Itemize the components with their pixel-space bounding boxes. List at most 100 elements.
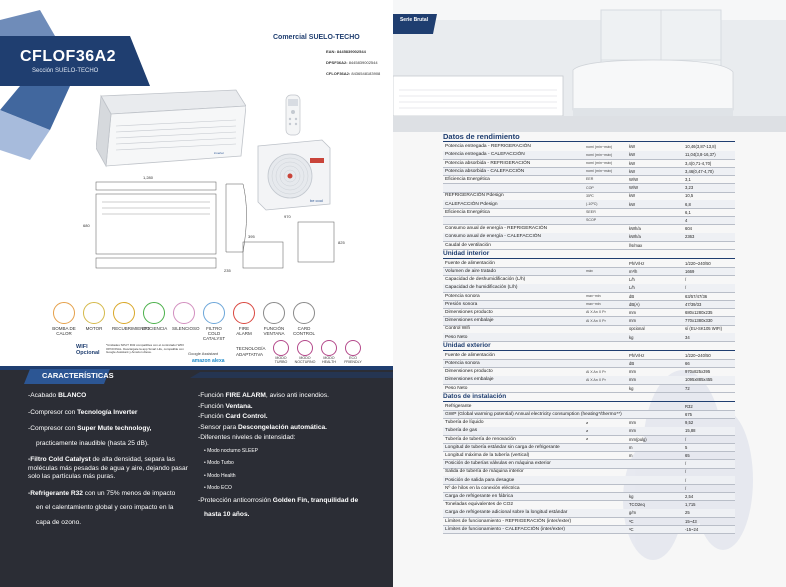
table-cell-value: 11,04(3,8-16,37) — [685, 152, 716, 158]
table-cell-unit: kWh/a — [629, 226, 641, 232]
background-geometry — [0, 10, 150, 160]
table-cell-value: 1/220~240/50 — [685, 260, 711, 266]
dim-unit-height: 825 — [338, 240, 345, 245]
table-cell-unit: m³/h — [629, 268, 638, 274]
table-cell-unit: kWh/a — [629, 234, 641, 240]
table-cell-value: 4 — [685, 217, 688, 223]
table-cell-label: Carga de refrigerante adicional sobre la… — [445, 510, 568, 516]
table-cell-unit: L/h — [629, 285, 635, 291]
table-cell-value: 63/57/47/36 — [685, 293, 708, 299]
table-cell-value: 66 — [685, 360, 690, 366]
table-cell-unit: mm — [629, 309, 636, 315]
feature-item: • Modo ECO — [204, 485, 232, 491]
interior-title: Unidad interior — [443, 250, 490, 258]
modo-nocturno-icon: MODO NOCTURNO — [294, 340, 316, 364]
interior-title-divider — [443, 258, 735, 260]
table-cell-label: Toneladas equivalentes de CO2 — [445, 502, 514, 508]
table-cell-label: Límites de funcionamiento - REFRIGERACIÓ… — [445, 518, 572, 524]
eficiencia-icon: EFICIENCIA — [142, 302, 167, 331]
bomba-de-calor-icon: BOMBA DE CALOR — [52, 302, 76, 336]
dim-unit-depth: 395 — [248, 234, 255, 239]
feature-item: en el calentamiento global y cero impact… — [36, 504, 174, 511]
table-cell-label: REFRIGERACIÓN Pdesign — [445, 193, 504, 199]
table-cell-label: Caudal de ventilación — [445, 242, 491, 248]
table-cell-value: / — [685, 477, 687, 483]
table-cell-cond: nomi (mín~máx) — [586, 160, 613, 165]
table-cell-cond: Al X An X Pr — [586, 377, 606, 382]
table-cell-cond: nomi (mín~máx) — [586, 144, 613, 149]
technical-drawings: 1,280 680 235 970 395 825 — [83, 175, 345, 273]
eco-friendly-icon: ECO FRIENDLY — [342, 340, 364, 364]
table-cell-label: Potencia entregada - REFRIGERACIÓN — [445, 144, 531, 150]
table-cell-cond: Al X An X Pr — [586, 318, 606, 323]
table-row: Consumo anual de energía - CALEFACCIÓN kW… — [443, 233, 735, 242]
table-cell-value: 5 — [685, 444, 688, 450]
feature-item: practicamente inaudible (hasta 25 dB). — [36, 439, 149, 447]
ean-line-2: DPSF36A2: 8445839002544 — [326, 60, 378, 65]
table-cell-unit: kW — [629, 193, 636, 199]
tech-adaptativa-label: TECNOLOGÍA ADAPTATIVA — [236, 346, 266, 357]
table-cell-value: / — [685, 461, 687, 467]
feature-item: -Función Ventana. — [198, 402, 253, 410]
feature-item: -Función FIRE ALARM, aviso anti incendio… — [198, 392, 329, 399]
table-cell-label: Refrigerante — [445, 403, 472, 409]
table-cell-cond: máx — [586, 269, 593, 274]
table-cell-label: Dimensiones producto — [445, 369, 493, 375]
room-photo — [393, 0, 786, 132]
table-cell-label: Longitud máxima de la tubería (vertical) — [445, 452, 530, 458]
table-cell-label: Límites de funcionamiento - CALEFACCIÓN … — [445, 526, 565, 532]
table-cell-unit: mm — [629, 377, 636, 383]
table-cell-value: 3,1 — [685, 176, 691, 182]
feature-icons: BOMBA DE CALOR MOTOR RECUBRIMIENTO EFICI… — [52, 302, 332, 342]
table-cell-unit: kW — [629, 152, 636, 158]
table-row: Límites de funcionamiento - CALEFACCIÓN … — [443, 525, 735, 535]
table-cell-value: / — [685, 285, 687, 291]
table-cell-cond: ø — [586, 436, 589, 441]
table-cell-cond: ø — [586, 420, 589, 425]
table-cell-value: / — [685, 277, 687, 283]
table-cell-unit: ºC — [629, 518, 634, 524]
feature-item: capa de ozono. — [36, 518, 82, 526]
table-cell-value: 1095x885x455 — [685, 377, 713, 383]
table-cell-value: 65 — [685, 452, 690, 458]
table-cell-label: Fuente de alimentación — [445, 260, 495, 266]
table-cell-unit: kW — [629, 144, 636, 150]
table-cell-value: 3,23 — [685, 185, 694, 191]
table-cell-unit: kg — [629, 385, 634, 391]
table-cell-label: Potencia absorbida - CALEFACCIÓN — [445, 168, 525, 174]
table-cell-value: 3,46(0,47-4,70) — [685, 168, 714, 174]
table-cell-cond: COP — [586, 185, 594, 190]
table-cell-value: 970x825x395 — [685, 369, 711, 375]
table-cell-unit: m — [629, 444, 633, 450]
table-cell-value: 604 — [685, 226, 692, 232]
table-cell-cond: EER — [586, 177, 594, 182]
table-cell-label: Potencia absorbida - REFRIGERACIÓN — [445, 160, 531, 166]
table-cell-value: 1/220~240/50 — [685, 352, 711, 358]
table-cell-value: 675 — [685, 411, 692, 417]
table-cell-value: 6,8 — [685, 201, 691, 207]
table-cell-label: Potencia sonora — [445, 293, 480, 299]
table-cell-label: Eficiencia Energética — [445, 209, 490, 215]
table-cell-unit: Ph/V/Hz — [629, 260, 645, 266]
exterior-title-divider — [443, 350, 735, 352]
table-cell-unit: dB — [629, 293, 635, 299]
table-cell-label: Consumo anual de energía - CALEFACCIÓN — [445, 234, 541, 240]
table-cell-value: -15~24 — [685, 526, 699, 532]
perf-title: Datos de rendimiento — [443, 132, 520, 141]
indoor-brand-label: inverter — [214, 151, 224, 155]
table-cell-value: / — [685, 469, 687, 475]
table-cell-value: 1,715 — [685, 502, 696, 508]
feature-item: -Refrigerante R32 con un 75% menos de im… — [28, 489, 176, 497]
table-cell-label: Posición de salida para desagüe — [445, 477, 515, 483]
table-cell-unit: W/W — [629, 176, 639, 182]
characteristics-section — [0, 366, 393, 587]
table-cell-label: Tubería de líquido — [445, 420, 484, 426]
feature-item: -Función Card Control. — [198, 413, 268, 420]
model-section: Sección SUELO-TECHO — [32, 68, 99, 74]
mode-icons: MODO TURBO MODO NOCTURNO MODO HEALTH ECO… — [270, 340, 388, 370]
serie-label: Serie Brutal — [399, 17, 429, 23]
